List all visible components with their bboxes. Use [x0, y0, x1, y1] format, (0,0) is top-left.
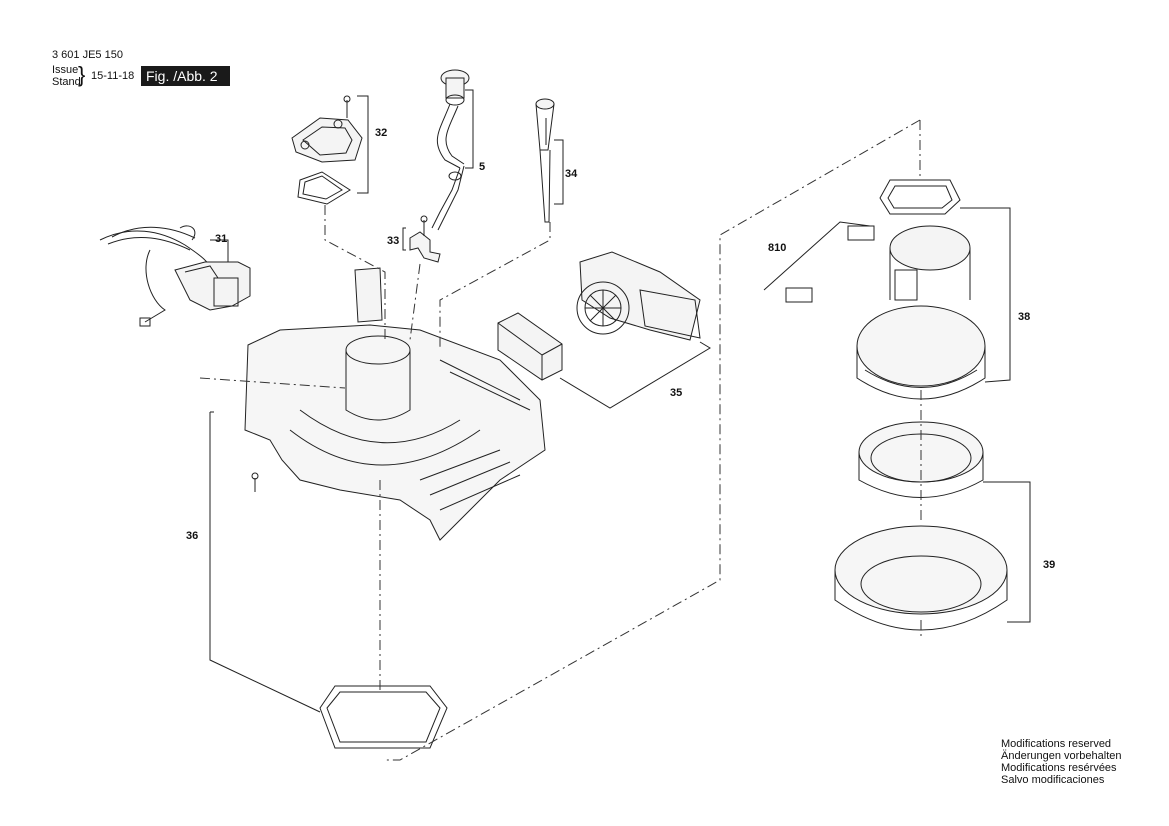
note-line-de: Änderungen vorbehalten: [1001, 750, 1122, 762]
callout-32: 32: [375, 127, 387, 139]
note-line-fr: Modifications resérvées: [1001, 762, 1117, 774]
part-33-clip: [402, 215, 441, 263]
note-line-en: Modifications reserved: [1001, 738, 1112, 750]
callout-31: 31: [215, 233, 227, 245]
part-35-filter-switch: [497, 251, 711, 409]
part-32-cover-plate: [291, 95, 369, 205]
figure-label: Fig. /Abb. 2: [141, 66, 230, 86]
part-34-float-rod: [535, 98, 564, 223]
brace-glyph: }: [78, 62, 86, 87]
issue-date: 15-11-18: [91, 70, 135, 82]
callout-39: 39: [1043, 559, 1055, 571]
callout-35: 35: [670, 387, 682, 399]
issue-label: Issue: [52, 64, 79, 76]
part-5-power-cable: [431, 69, 474, 231]
seal-ring-bottom: [319, 685, 448, 749]
callout-33: 33: [387, 235, 399, 247]
callout-34: 34: [565, 168, 578, 180]
note-line-es: Salvo modificaciones: [1001, 774, 1105, 786]
callout-36: 36: [186, 530, 198, 542]
callout-810: 810: [768, 242, 786, 254]
modifications-note: Modifications reserved Änderungen vorbeh…: [1001, 738, 1121, 786]
stand-label: Stand: [52, 76, 81, 88]
callout-38: 38: [1018, 311, 1030, 323]
part-36-housing: [244, 267, 546, 541]
document-number: 3 601 JE5 150: [52, 49, 123, 61]
part-38-motor: [785, 179, 986, 400]
callout-5: 5: [479, 161, 485, 173]
part-31-wiring-harness: [99, 225, 251, 327]
